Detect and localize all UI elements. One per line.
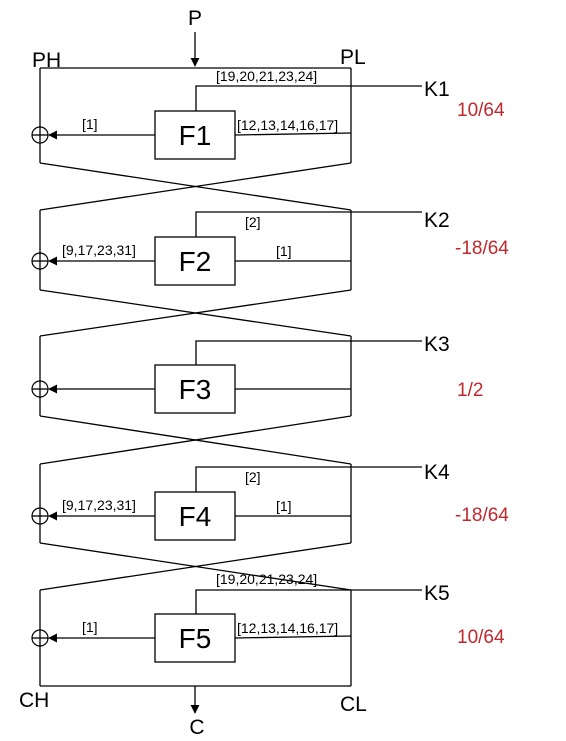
round-4: F4 K4 [2] [1] [9,17,23,31] -18/64 <box>31 461 509 591</box>
output-mask-label: [1] <box>82 619 98 635</box>
round-key-label: K4 <box>424 461 450 484</box>
round-function-label: F5 <box>179 623 212 654</box>
ciphertext-low-label: CL <box>340 693 367 716</box>
ciphertext-high-label: CH <box>19 689 49 712</box>
round-function-box <box>154 491 236 541</box>
swap-line-right-to-left <box>39 289 352 337</box>
round-probability: 10/64 <box>457 627 505 648</box>
input-mask-label: [12,13,14,16,17] <box>237 620 338 636</box>
xor-icon <box>31 126 49 144</box>
round-function-box <box>154 110 236 160</box>
round-5: F5 K5 [19,20,21,23,24] [12,13,14,16,17] [1] 1… <box>31 571 505 686</box>
round-probability: 1/2 <box>457 380 483 401</box>
function-input-line <box>234 635 352 639</box>
round-3: F3 K3 1/2 <box>31 333 483 465</box>
round-1: F1 K1 [19,20,21,23,24] [12,13,14,16,17] [1] 1… <box>31 68 505 211</box>
round-function-box <box>154 236 236 286</box>
round-key-line <box>195 211 422 237</box>
round-2: F2 K2 [2] [1] [9,17,23,31] -18/64 <box>31 209 509 337</box>
round-key-label: K2 <box>424 209 450 232</box>
round-key-line <box>195 589 422 614</box>
round-probability: 10/64 <box>457 100 505 121</box>
swap-line-right-to-left <box>39 162 352 211</box>
plaintext-low-label: PL <box>340 46 366 69</box>
rounds: F1 K1 [19,20,21,23,24] [12,13,14,16,17] [1] 1… <box>31 68 509 686</box>
key-mask-label: [2] <box>245 214 261 230</box>
round-key-label: K3 <box>424 333 450 356</box>
round-probability: -18/64 <box>455 238 509 259</box>
output-mask-label: [1] <box>82 116 98 132</box>
round-function-label: F2 <box>179 246 212 277</box>
xor-icon <box>31 629 49 647</box>
xor-icon <box>31 252 49 270</box>
input-mask-label: [1] <box>276 498 292 514</box>
round-key-label: K5 <box>424 582 450 605</box>
round-function-label: F1 <box>179 120 212 151</box>
round-key-line <box>195 340 422 365</box>
input-mask-label: [12,13,14,16,17] <box>237 117 338 133</box>
xor-icon <box>31 380 49 398</box>
xor-icon <box>31 507 49 525</box>
round-key-line <box>195 85 422 111</box>
key-mask-label: [19,20,21,23,24] <box>216 571 317 587</box>
round-function-label: F3 <box>179 374 212 405</box>
output-mask-label: [9,17,23,31] <box>62 242 136 258</box>
swap-line-right-to-left <box>39 542 352 591</box>
round-function-box <box>154 364 236 414</box>
round-function-label: F4 <box>179 501 212 532</box>
round-key-line <box>195 466 422 492</box>
output-mask-label: [9,17,23,31] <box>62 497 136 513</box>
key-mask-label: [2] <box>245 469 261 485</box>
plaintext-label: P <box>188 7 202 30</box>
input-mask-label: [1] <box>276 243 292 259</box>
plaintext-high-label: PH <box>32 49 61 72</box>
swap-line-right-to-left <box>39 415 352 465</box>
key-mask-label: [19,20,21,23,24] <box>216 68 317 84</box>
ciphertext-label: C <box>189 716 204 739</box>
function-input-line <box>234 132 352 136</box>
round-probability: -18/64 <box>455 505 509 526</box>
round-key-label: K1 <box>424 78 450 101</box>
